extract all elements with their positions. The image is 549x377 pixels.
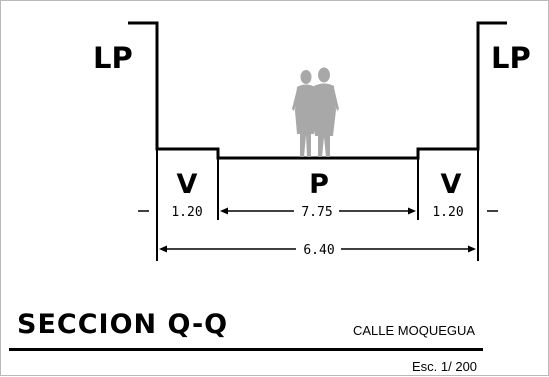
- scale-label: Esc. 1/ 200: [412, 359, 478, 374]
- dim-arrow-pista-right: [408, 207, 416, 215]
- dim-pista: 7.75: [301, 205, 332, 220]
- zone-left-label: V: [177, 169, 198, 200]
- dim-left-vereda: 1.20: [171, 205, 202, 220]
- street-name: CALLE MOQUEGUA: [353, 323, 476, 338]
- dim-overall: 6.40: [303, 243, 334, 258]
- section-title: SECCION Q-Q: [17, 309, 229, 340]
- dim-arrow-pista-left: [220, 207, 228, 215]
- lp-left-label: LP: [93, 41, 133, 75]
- dim-arrow-overall-right: [468, 245, 476, 253]
- dim-right-vereda: 1.20: [432, 205, 463, 220]
- dim-arrow-overall-left: [159, 245, 167, 253]
- street-section-drawing: LP LP V P V 1.20 7.75 1.20 6.40: [93, 21, 531, 261]
- title-block: SECCION Q-Q CALLE MOQUEGUA Esc. 1/ 200: [1, 301, 549, 377]
- title-underline: [9, 348, 483, 351]
- standing-people-silhouette-icon: [292, 67, 339, 157]
- lp-right-label: LP: [491, 41, 531, 75]
- zone-center-label: P: [309, 169, 329, 200]
- zone-right-label: V: [441, 169, 462, 200]
